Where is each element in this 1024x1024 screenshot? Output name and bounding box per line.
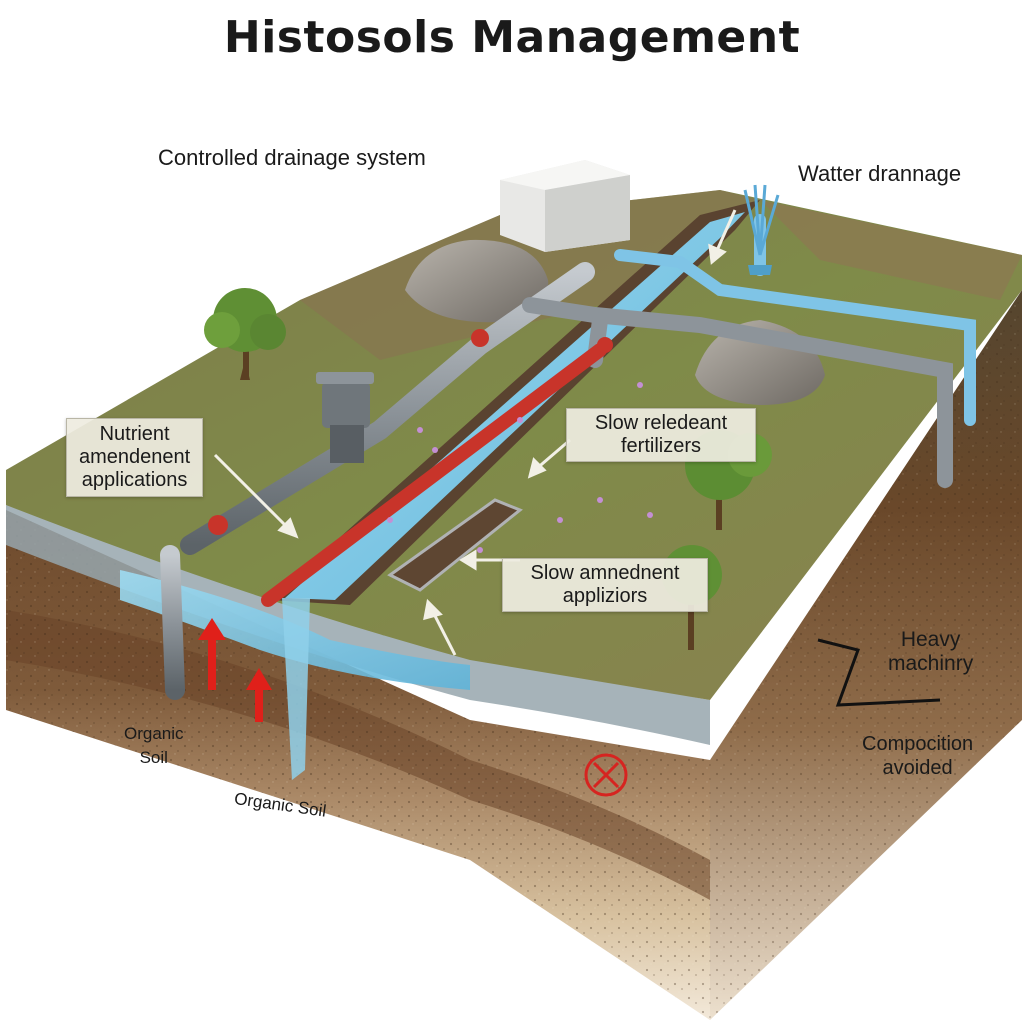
label-controlled-drainage: Controlled drainage system (158, 145, 426, 170)
label-heavy-machinery: Heavy machinry (888, 628, 973, 676)
amendment-trench (387, 498, 523, 592)
label-slow-release-fertilizers: Slow reledeant fertilizers (566, 408, 756, 462)
label-line: avoided (882, 757, 953, 779)
label-line: applications (81, 469, 188, 491)
label-line: Slow reledeant (594, 412, 728, 434)
tree-left (204, 288, 286, 380)
label-line: appliziors (562, 585, 648, 607)
sprinkler (743, 184, 780, 275)
valve-unit (316, 372, 374, 463)
label-line: amendenent (79, 446, 191, 468)
label-organic-soil-left: Organic Soil (124, 722, 184, 770)
label-nutrient-applications: Nutrient amendenent applications (66, 418, 204, 497)
pump-house (500, 160, 630, 252)
label-line: fertilizers (620, 435, 701, 457)
label-line: Nutrient (99, 423, 170, 445)
label-line: machinry (888, 652, 974, 675)
up-arrow-icon (198, 618, 272, 722)
label-water-drainage: Watter drannage (798, 161, 962, 186)
no-symbol-icon (584, 753, 628, 797)
label-compaction-avoided: Compocition avoided (862, 732, 973, 780)
waterfall (282, 598, 310, 780)
label-slow-amendment: Slow amnednent appliziors (502, 558, 708, 612)
boulder (405, 239, 549, 323)
label-line: Compocition (862, 733, 974, 755)
red-pipe (261, 343, 607, 607)
label-line: Soil (139, 748, 168, 767)
page-title: Histosols Management (223, 12, 801, 63)
bracket-line (817, 638, 941, 707)
label-line: Organic (124, 724, 184, 743)
label-line: Slow amnednent (530, 562, 680, 584)
wildflowers (387, 382, 653, 553)
label-line: Heavy (900, 628, 961, 651)
